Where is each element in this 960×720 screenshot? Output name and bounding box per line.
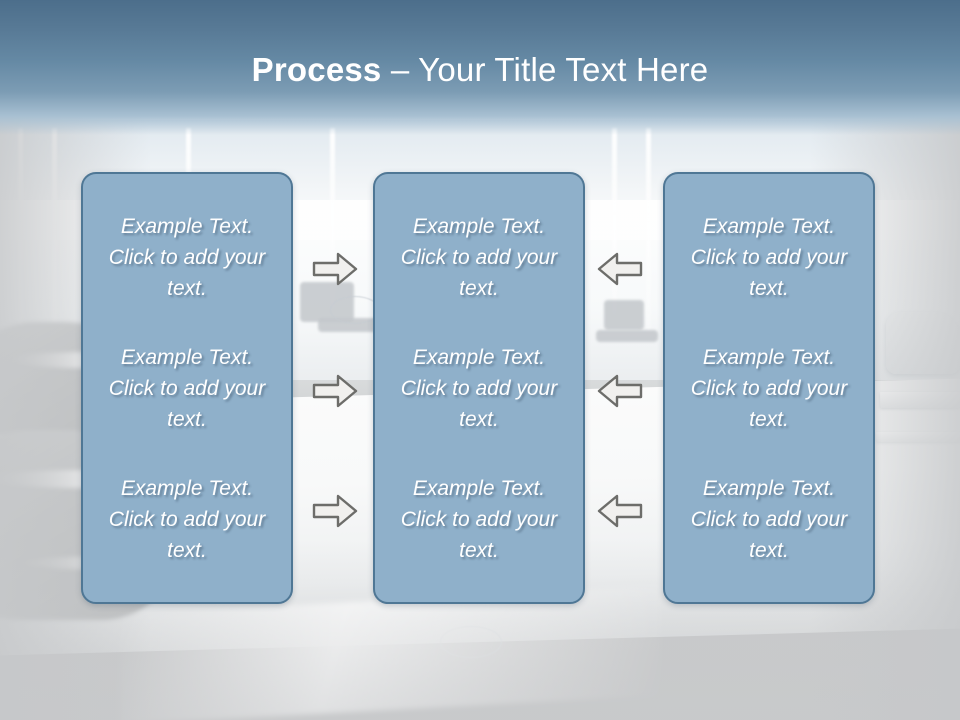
text-block[interactable]: Example Text. Click to add your text.: [690, 214, 848, 300]
text-block[interactable]: Example Text. Click to add your text.: [690, 345, 848, 431]
page-title: Process – Your Title Text Here: [0, 50, 960, 90]
panel-left[interactable]: Example Text. Click to add your text. Ex…: [81, 172, 293, 604]
arrow-right-icon: [312, 494, 358, 528]
arrow-right-icon: [312, 252, 358, 286]
text-block[interactable]: Example Text. Click to add your text.: [690, 476, 848, 562]
page-title-light: – Your Title Text Here: [381, 51, 709, 88]
arrow-left-icon: [597, 494, 643, 528]
arrow-right-icon: [312, 374, 358, 408]
text-block[interactable]: Example Text. Click to add your text.: [400, 345, 558, 431]
panel-center[interactable]: Example Text. Click to add your text. Ex…: [373, 172, 585, 604]
arrow-left-icon: [597, 374, 643, 408]
page-title-strong: Process: [251, 51, 382, 88]
text-block[interactable]: Example Text. Click to add your text.: [108, 214, 266, 300]
arrow-left-icon: [597, 252, 643, 286]
header-band: [0, 0, 960, 135]
panel-right[interactable]: Example Text. Click to add your text. Ex…: [663, 172, 875, 604]
text-block[interactable]: Example Text. Click to add your text.: [108, 345, 266, 431]
text-block[interactable]: Example Text. Click to add your text.: [400, 214, 558, 300]
text-block[interactable]: Example Text. Click to add your text.: [400, 476, 558, 562]
text-block[interactable]: Example Text. Click to add your text.: [108, 476, 266, 562]
